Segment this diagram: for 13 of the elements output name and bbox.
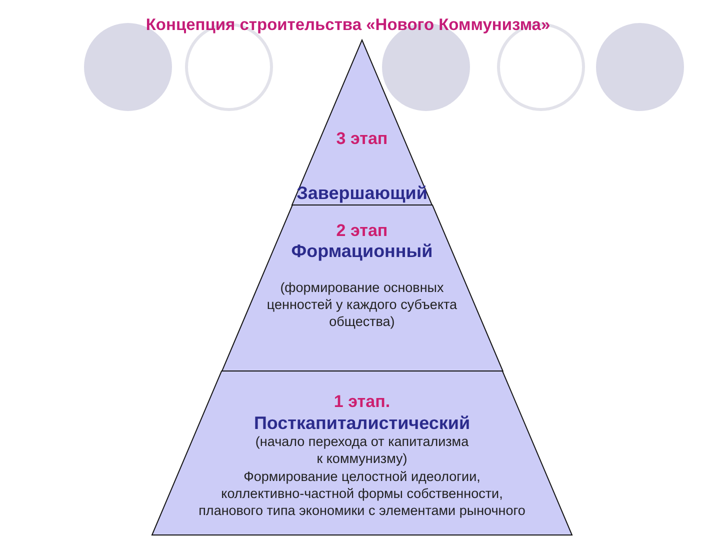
stage-number: 3 этап <box>336 129 388 149</box>
stage-description: (формирование основных ценностей у каждого субъекта общества) <box>266 279 458 330</box>
pyramid-apex-tier <box>292 40 432 205</box>
stage-name: Посткапиталистический <box>254 413 470 434</box>
pyramid-middle-tier <box>222 205 502 371</box>
slide-title: Концепция строительства «Нового Коммунизма» <box>146 15 550 35</box>
stage-number: 1 этап. <box>334 392 390 412</box>
stage-name: Формационный <box>291 241 433 262</box>
stage-number: 2 этап <box>336 221 388 241</box>
pyramid-base-tier <box>152 371 572 535</box>
stage-name: Завершающий <box>296 183 428 204</box>
stage-description: (начало перехода от капитализма к коммунизму) <box>255 433 469 467</box>
stage-description: Формирование целостной идеологии, коллективно-частной формы собственности, планового типа экономики с элементами рыночного <box>198 468 526 519</box>
